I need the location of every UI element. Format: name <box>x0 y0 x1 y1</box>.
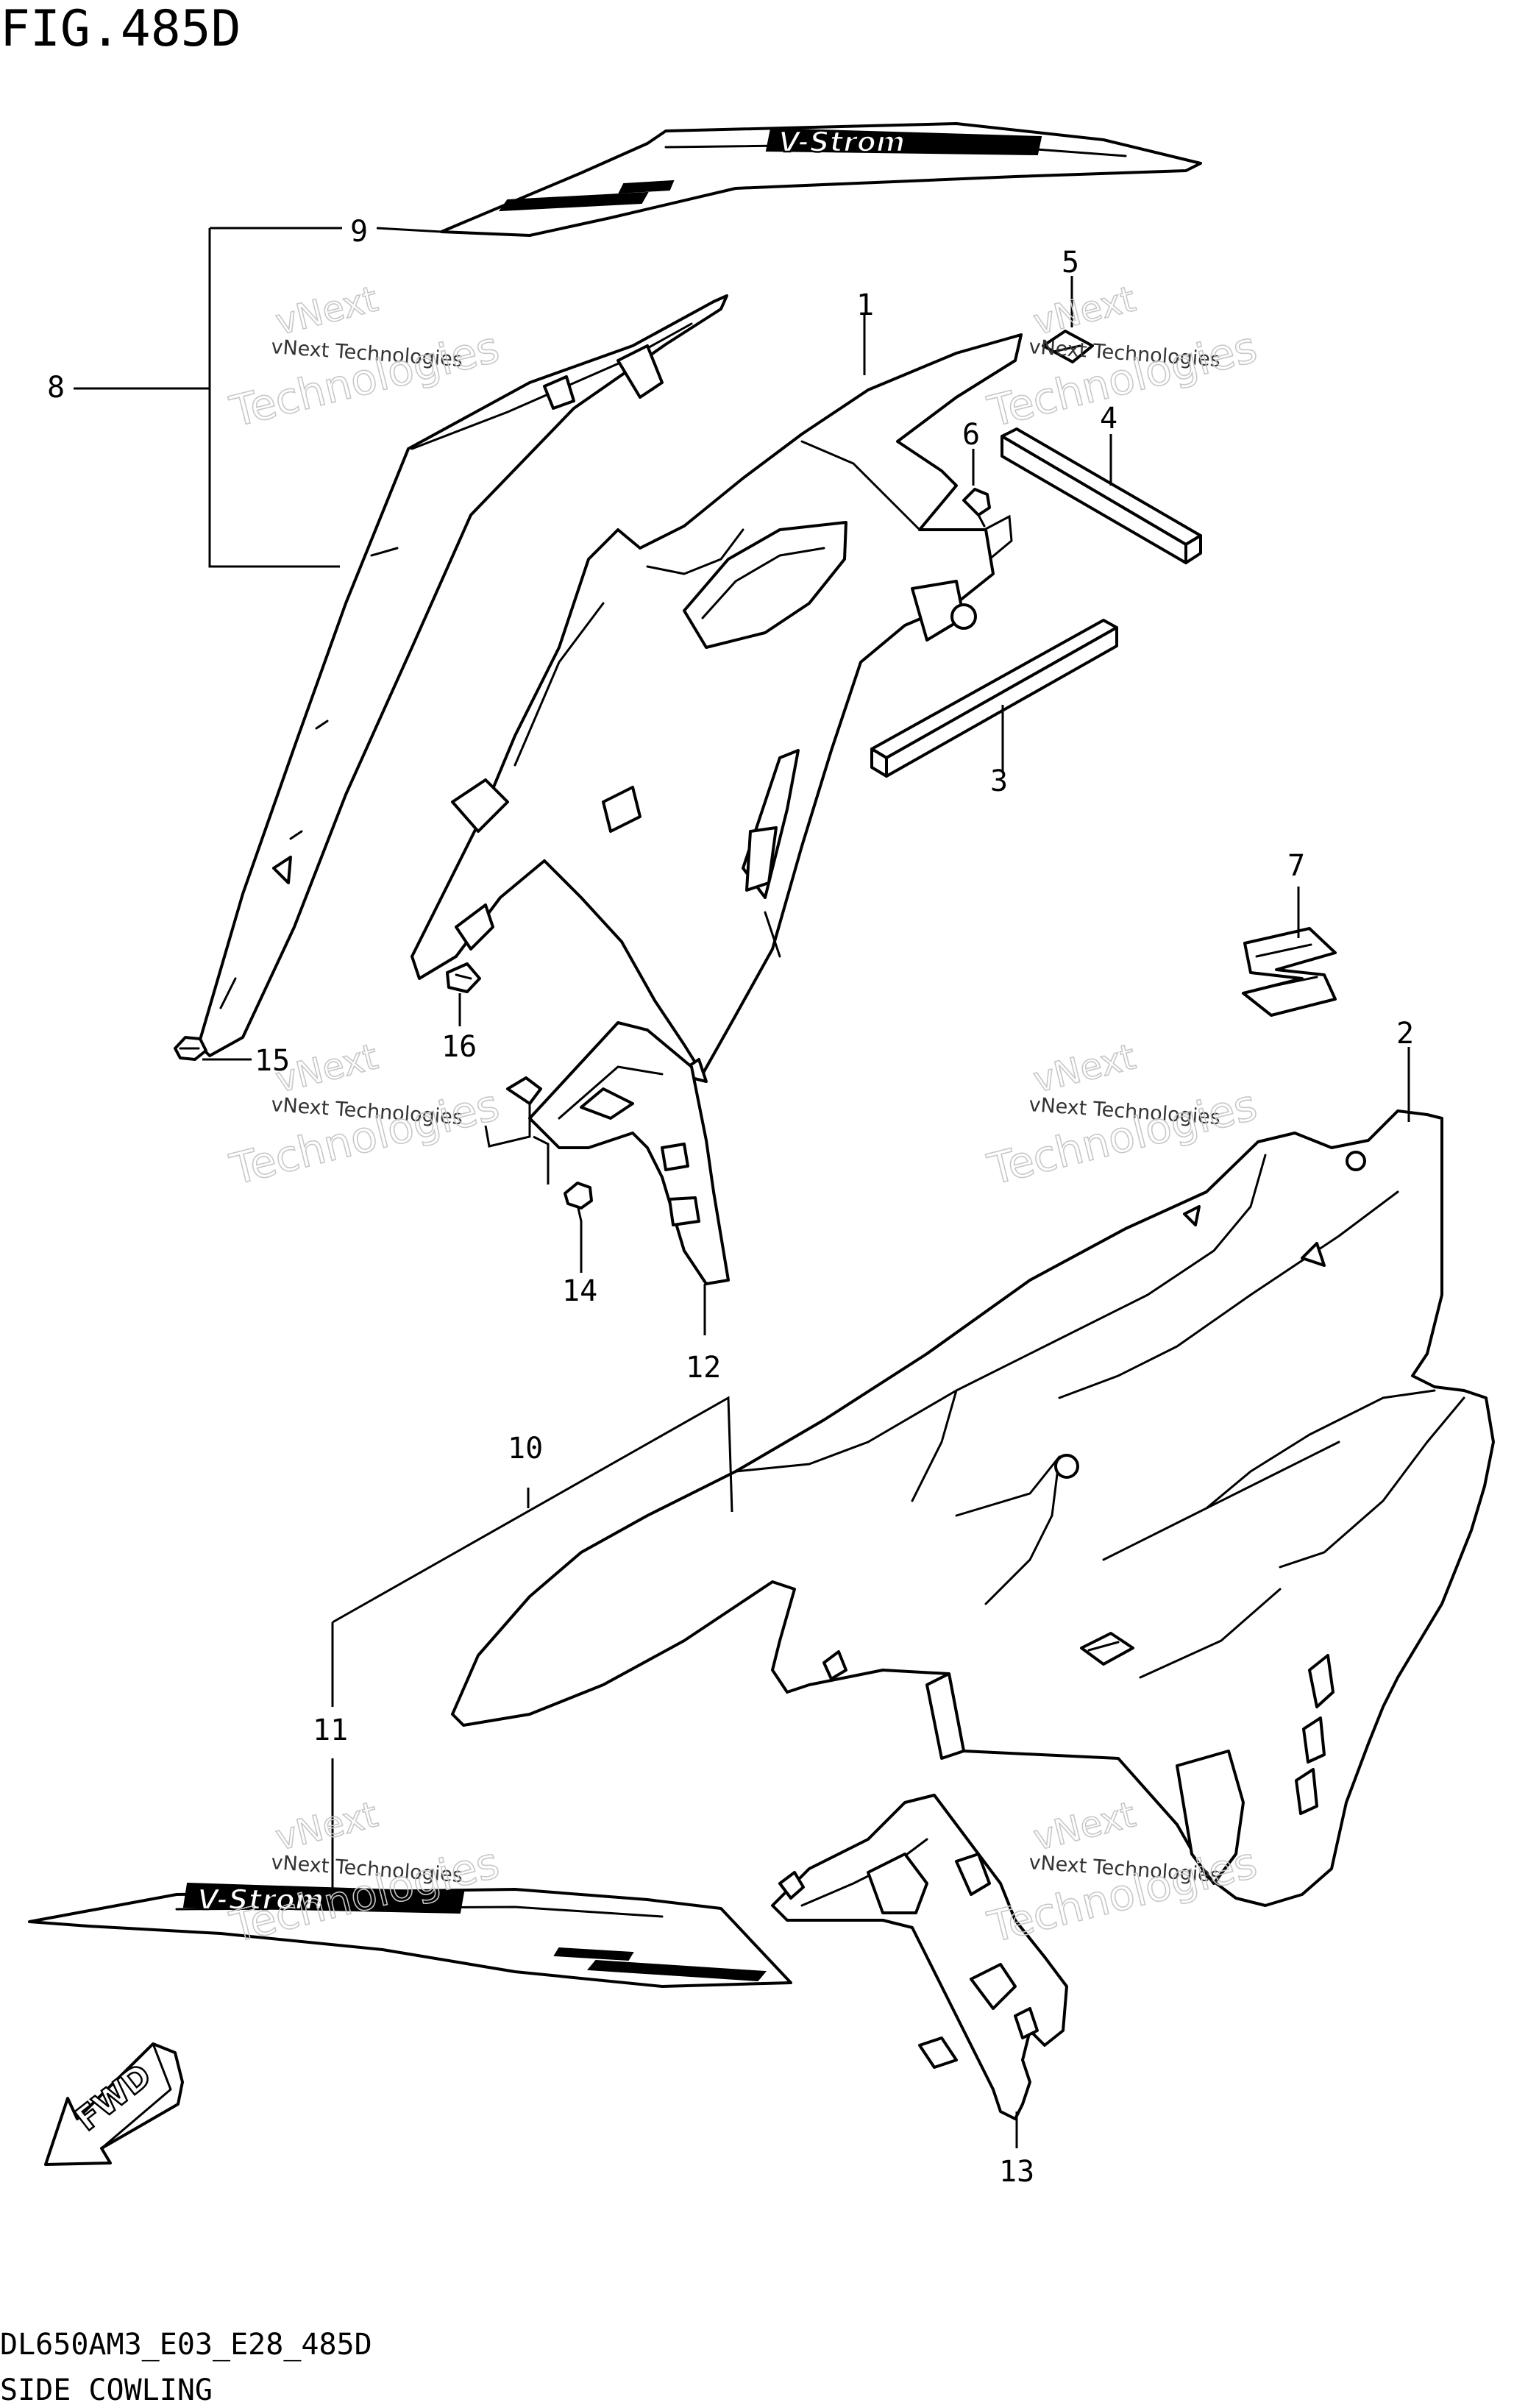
figure-code: DL650AM3_E03_E28_485D <box>0 2328 372 2362</box>
part-4-cushion <box>1001 427 1202 564</box>
callouts: 1 2 3 4 5 6 7 8 9 10 11 12 13 14 15 16 <box>47 215 1414 2189</box>
callout-3: 3 <box>990 764 1008 798</box>
part-1-side-cowling-upper <box>411 333 1023 1083</box>
part-14-screw <box>564 1182 593 1223</box>
part-2-side-cowling-lower <box>451 1109 1495 1907</box>
callout-5: 5 <box>1062 246 1079 280</box>
part-5-clip <box>1042 330 1094 363</box>
figure-name: SIDE COWLING <box>0 2373 213 2407</box>
callout-2: 2 <box>1396 1017 1414 1051</box>
callout-6: 6 <box>962 418 980 452</box>
callout-4: 4 <box>1100 402 1117 436</box>
callout-8: 8 <box>47 371 65 405</box>
callout-1: 1 <box>856 288 874 322</box>
part-15-screw <box>174 1036 207 1061</box>
callout-10: 10 <box>508 1432 543 1466</box>
callout-9: 9 <box>350 215 368 249</box>
callout-7: 7 <box>1287 849 1305 883</box>
watermark-big: Technologies <box>225 1079 504 1194</box>
figure-title: FIG.485D <box>0 0 241 58</box>
part-7-emblem <box>1242 927 1337 1017</box>
watermark-brand: vNext <box>271 278 382 343</box>
part-6-screw <box>962 488 1013 561</box>
callout-16: 16 <box>441 1030 477 1064</box>
part-12-bracket <box>484 1021 730 1285</box>
watermark-brand: vNext <box>1029 1036 1140 1101</box>
watermark-2: vNext vNext Technologies Technologies <box>982 278 1262 438</box>
leader-lines <box>74 227 1410 2148</box>
watermark-1: vNext vNext Technologies Technologies <box>224 278 505 438</box>
fwd-arrow: FWD <box>44 2042 184 2166</box>
callout-14: 14 <box>562 1274 597 1308</box>
part-8-upper-strip <box>197 294 728 1057</box>
decal-logo-upper: V-Strom <box>778 126 905 158</box>
watermark-brand: vNext <box>271 1794 382 1858</box>
part-9-upper-decal: V-Strom <box>440 122 1202 237</box>
part-16-nut <box>446 962 481 993</box>
callout-11: 11 <box>313 1713 348 1747</box>
part-3-cushion <box>870 619 1118 778</box>
callout-13: 13 <box>999 2155 1034 2189</box>
watermark-big: Technologies <box>983 322 1262 436</box>
part-13-bracket <box>771 1794 1068 2120</box>
callout-15: 15 <box>255 1044 290 1078</box>
part-11-lower-decal: V-Strom <box>28 1883 792 1988</box>
decal-logo-lower: V-Strom <box>197 1883 324 1916</box>
watermark-4: vNext vNext Technologies Technologies <box>982 1036 1262 1196</box>
watermark-brand: vNext <box>1029 1794 1140 1858</box>
watermark-big: Technologies <box>983 1837 1262 1952</box>
watermark-brand: vNext <box>1029 278 1140 343</box>
callout-12: 12 <box>686 1351 721 1385</box>
